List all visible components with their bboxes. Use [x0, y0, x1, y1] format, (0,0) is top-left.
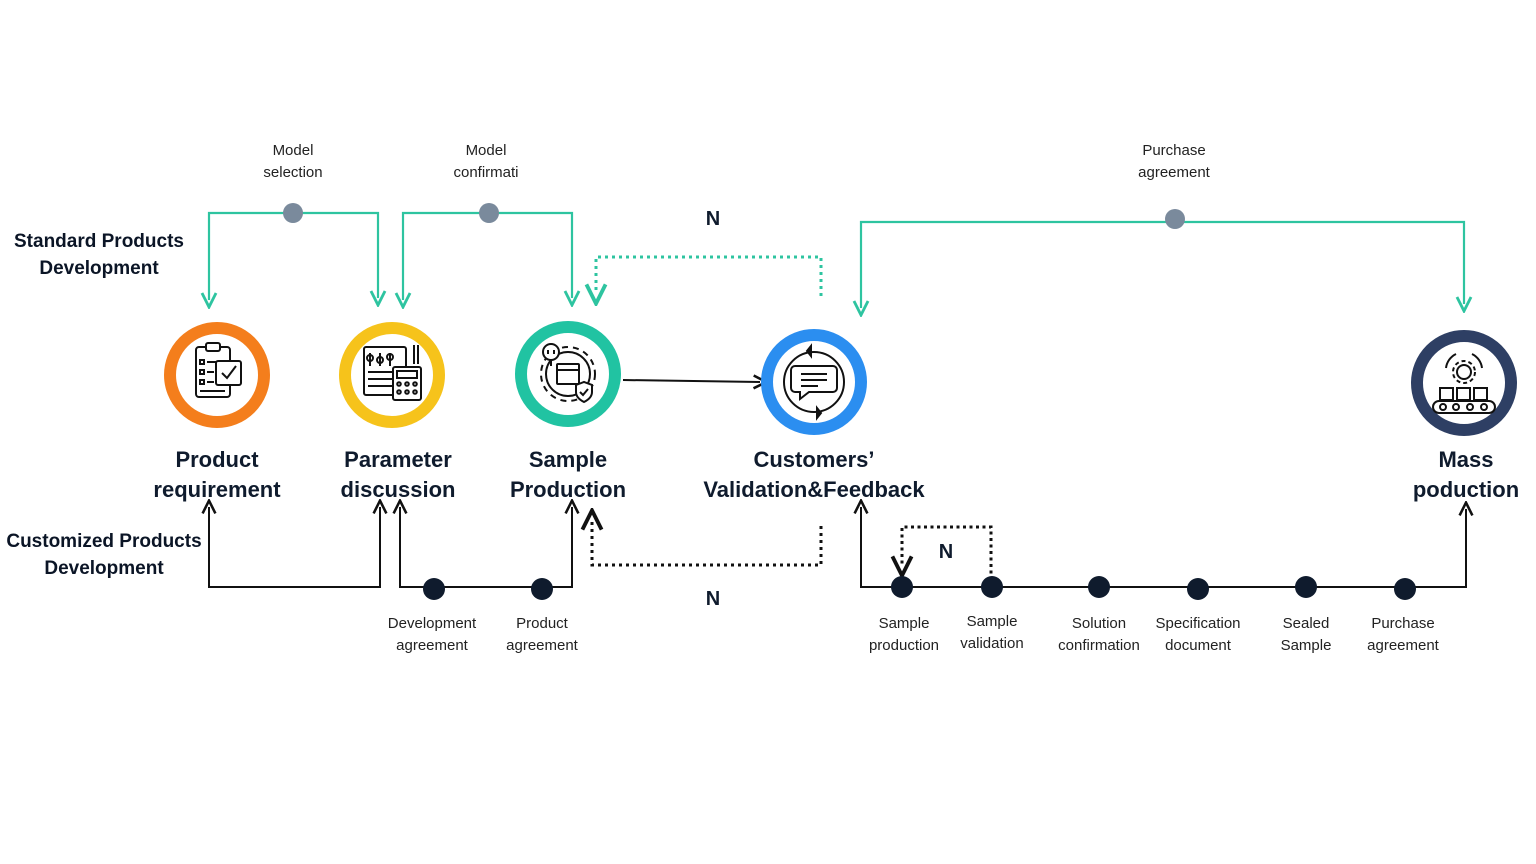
- standard-step-label: Model selection: [263, 142, 323, 181]
- loop-mark-inner: N: [938, 541, 954, 563]
- customized-step-label: Sealed Sample: [1280, 615, 1332, 654]
- customized-step-label: Development agreement: [387, 615, 477, 654]
- gear-box-icon: [540, 343, 596, 404]
- customized-node: [1295, 576, 1317, 598]
- customized-flow: [209, 507, 1466, 588]
- standard-row-label: Standard Products Development: [14, 231, 184, 279]
- customized-node: [1394, 578, 1416, 600]
- customized-step-label: Solution confirmation: [1058, 615, 1140, 654]
- parameter-calculator-icon: [363, 345, 422, 401]
- standard-nodes: [283, 203, 1185, 229]
- customized-step-label: Product agreement: [506, 615, 578, 654]
- stage-customers-validation: [761, 329, 867, 435]
- stage-sample-production: [515, 321, 621, 427]
- standard-step-label: Purchase agreement: [1138, 142, 1210, 181]
- customized-step-label: Specification document: [1155, 615, 1241, 654]
- stage-parameter-discussion: [339, 322, 445, 428]
- standard-link-3: [861, 220, 1464, 308]
- customized-step-label: Sample validation: [960, 613, 1024, 652]
- stage-product-requirement: [164, 322, 270, 428]
- standard-node: [479, 203, 499, 223]
- customized-nodes: [423, 576, 1416, 600]
- customized-link-2: [400, 507, 572, 588]
- customized-row-label: Customized Products Development: [6, 531, 202, 579]
- sample-to-validation-arrow: [622, 380, 760, 382]
- standard-step-label: Model confirmati: [453, 142, 519, 181]
- loop-mark-bottom: N: [705, 588, 721, 610]
- standard-flow: [209, 211, 1464, 308]
- stage-title-product-requirement: Product requirement: [153, 447, 281, 502]
- customized-step-label: Purchase agreement: [1367, 615, 1439, 654]
- customized-node: [1088, 576, 1110, 598]
- standard-node: [1165, 209, 1185, 229]
- standard-link-1: [209, 211, 378, 300]
- customized-node: [981, 576, 1003, 598]
- standard-node: [283, 203, 303, 223]
- customized-node: [891, 576, 913, 598]
- standard-link-2: [403, 211, 572, 300]
- validation-retry-loop: [902, 525, 993, 580]
- customized-link-3: [861, 507, 1466, 588]
- stage-title-customers-validation: Customers’ Validation&Feedback: [703, 447, 925, 502]
- stage-ring: [515, 321, 621, 427]
- customized-node: [531, 578, 553, 600]
- clipboard-checklist-icon: [195, 342, 242, 398]
- customized-link-1: [209, 507, 380, 588]
- conveyor-production-icon: [1432, 353, 1496, 414]
- chat-feedback-icon: [783, 343, 845, 421]
- customized-node: [1187, 578, 1209, 600]
- stage-title-parameter-discussion: Parameter discussion: [340, 447, 456, 502]
- standard-feedback-loop: [596, 255, 823, 296]
- stage-title-sample-production: Sample Production: [509, 447, 627, 502]
- loop-mark-top: N: [705, 208, 721, 230]
- customized-step-label: Sample production: [868, 615, 940, 654]
- stage-title-mass-production: Mass poduction: [1412, 447, 1520, 502]
- customized-feedback-loop: [592, 520, 823, 567]
- customized-node: [423, 578, 445, 600]
- stage-mass-production: [1411, 330, 1517, 436]
